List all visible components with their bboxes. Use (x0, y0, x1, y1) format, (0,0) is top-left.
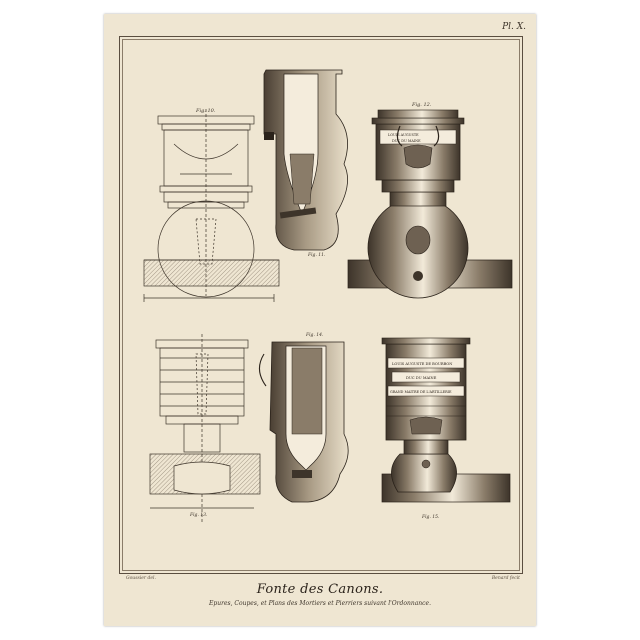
engraving-plate: Pl. X. (104, 14, 536, 626)
lower-inscription-3: GRAND MAITRE DE L'ARTILLERIE (390, 390, 452, 394)
upper-band-inscription-2: DUC DU MAINE (392, 139, 421, 143)
fig-12-label: Fig. 12. (411, 102, 432, 108)
plate-number: Pl. X. (502, 22, 526, 32)
fig-10-label: Fig. 10. (195, 108, 216, 114)
plate-subtitle: Epures, Coupes, et Plans des Mortiers et… (209, 600, 431, 607)
fig-14-section (258, 341, 349, 503)
lower-inscription-2: DUC DU MAINE (406, 376, 437, 380)
upper-band-inscription-1: LOUIS AUGUSTE (388, 133, 419, 137)
fig-15-label: Fig. 15. (421, 514, 440, 520)
engraving-figures: Fig. 10. Fig. 11. LOUIS AUGUSTE (143, 69, 513, 524)
fig-14-label: Fig. 14. (305, 332, 324, 338)
engraver-right-signature: Benard fecit (491, 576, 520, 581)
plate-title: Fonte des Canons. (256, 582, 384, 597)
fig-15-pierrier-exterior (381, 337, 511, 503)
fig-11-section (263, 69, 348, 251)
fig-13-label: Fig. 13. (189, 512, 208, 518)
fig-12-mortar-exterior (347, 109, 513, 299)
engraver-left-signature: Goussier del. (126, 576, 156, 581)
fig-11-label: Fig. 11. (307, 252, 326, 258)
lower-inscription-1: LOUIS AUGUSTE DE BOURBON (392, 362, 452, 366)
plate-inner-border (122, 39, 520, 571)
fig-10-elevation-drawing (143, 109, 280, 302)
fig-13-elevation-drawing (149, 334, 261, 524)
plate-border (119, 36, 523, 574)
